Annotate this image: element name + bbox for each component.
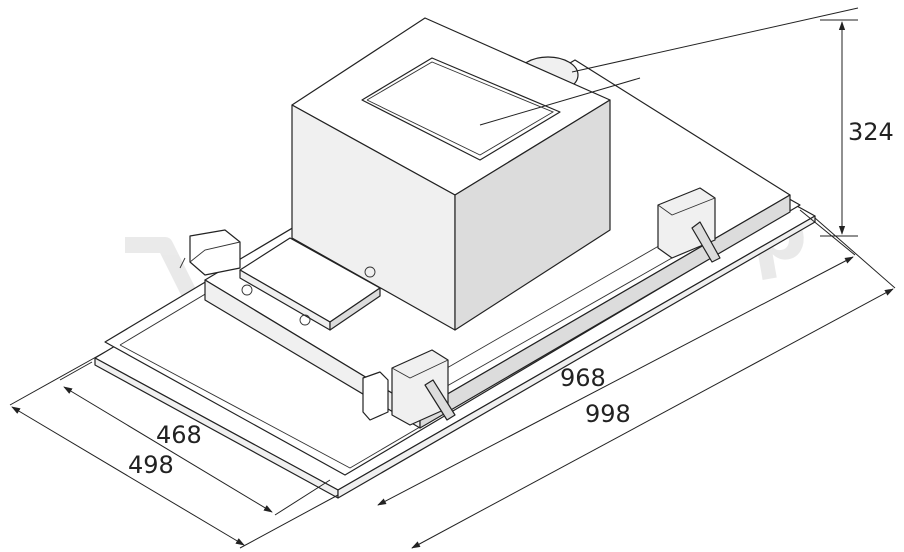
dim-depth-468: 468 — [156, 421, 202, 449]
dim-height-324: 324 — [848, 118, 894, 146]
left-bracket — [179, 229, 241, 276]
height-dimension: 324 — [479, 7, 894, 237]
dim-length-998: 998 — [585, 400, 631, 428]
right-bracket-back — [657, 187, 721, 263]
dim-depth-498: 498 — [128, 451, 174, 479]
depth-dimensions: 468 498 — [9, 351, 339, 549]
dim-length-968: 968 — [560, 364, 606, 392]
control-module — [239, 237, 381, 331]
length-dimensions: 968 998 — [377, 209, 896, 549]
motor-box-lid — [361, 57, 561, 161]
